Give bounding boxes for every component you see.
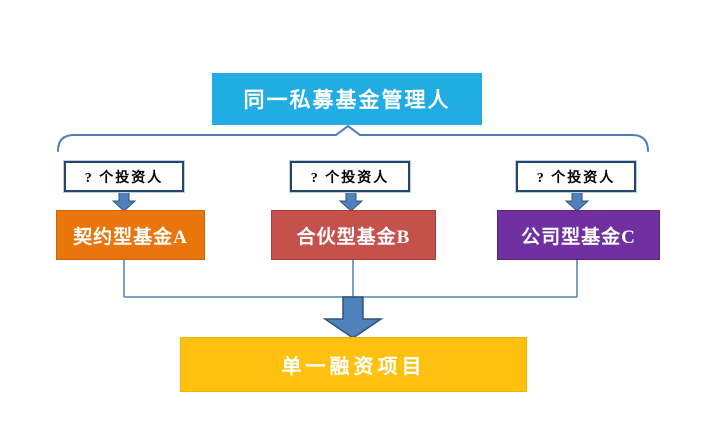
- project-box: 单一融资项目: [180, 337, 527, 392]
- fund-label-corporate: 公司型基金C: [521, 226, 636, 248]
- merge-connector-lines: [123, 260, 578, 298]
- brace-connector: [57, 124, 649, 152]
- project-label: 单一融资项目: [281, 356, 426, 378]
- fund-label-partnership: 合伙型基金B: [296, 226, 411, 248]
- down-arrow-1: [111, 191, 137, 212]
- fund-box-partnership: 合伙型基金B: [271, 210, 436, 260]
- down-arrow-2: [338, 191, 364, 212]
- merge-arrow: [322, 296, 384, 339]
- fund-label-contract: 契约型基金A: [73, 226, 188, 248]
- investor-count-label-1: ? 个投资人: [84, 170, 164, 186]
- investor-count-box-3: ? 个投资人: [516, 161, 636, 192]
- manager-box: 同一私募基金管理人: [212, 73, 482, 125]
- fund-box-corporate: 公司型基金C: [497, 210, 660, 260]
- investor-count-box-1: ? 个投资人: [64, 161, 184, 192]
- down-arrow-3: [564, 191, 590, 212]
- manager-label: 同一私募基金管理人: [243, 88, 451, 112]
- investor-count-label-3: ? 个投资人: [536, 170, 616, 186]
- investor-count-box-2: ? 个投资人: [290, 161, 410, 192]
- fund-box-contract: 契约型基金A: [56, 210, 205, 260]
- investor-count-label-2: ? 个投资人: [310, 170, 390, 186]
